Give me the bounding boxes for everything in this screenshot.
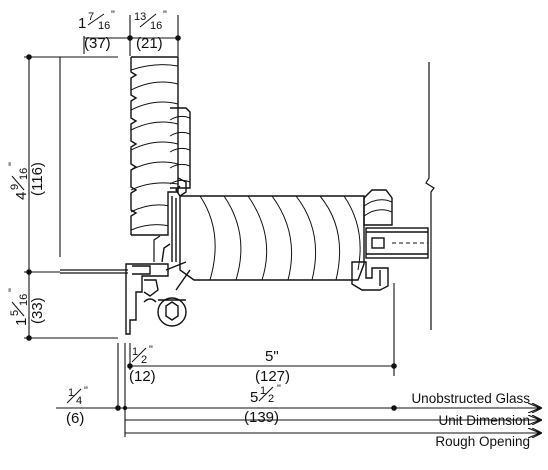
svg-text:": " xyxy=(277,383,281,395)
label-unobstructed-glass: Unobstructed Glass xyxy=(411,391,530,406)
label-unit-dimension: Unit Dimension xyxy=(438,413,530,428)
svg-text:": " xyxy=(7,162,19,166)
svg-text:1: 1 xyxy=(78,15,86,32)
svg-text:16: 16 xyxy=(18,294,30,306)
frame-jamb xyxy=(130,56,179,236)
dim-bottom-five: 5" (127) xyxy=(255,348,290,385)
dim-bottom-five-half: 5 1 2 " (139) xyxy=(244,383,281,426)
svg-text:": " xyxy=(111,9,115,21)
dimension-lines xyxy=(24,15,540,437)
svg-text:(127): (127) xyxy=(255,368,290,385)
jamb-weatherstrip xyxy=(171,177,187,262)
svg-text:16: 16 xyxy=(18,168,30,180)
svg-text:(37): (37) xyxy=(84,35,111,52)
svg-text:(21): (21) xyxy=(136,35,163,52)
svg-text:1: 1 xyxy=(132,346,138,358)
glazing-bead xyxy=(363,189,393,226)
svg-text:7: 7 xyxy=(88,11,94,23)
svg-text:16: 16 xyxy=(98,20,110,32)
dim-left-upper: 4 9 16 " (116) xyxy=(7,162,46,200)
svg-text:5: 5 xyxy=(9,310,21,316)
svg-text:": " xyxy=(149,344,153,356)
sash-stile xyxy=(179,195,365,281)
frame-hardware xyxy=(125,243,191,335)
svg-text:1: 1 xyxy=(13,318,30,326)
svg-text:4: 4 xyxy=(13,192,30,200)
svg-text:13: 13 xyxy=(134,11,146,23)
svg-text:16: 16 xyxy=(150,20,162,32)
svg-text:(116): (116) xyxy=(29,162,46,196)
svg-text:1: 1 xyxy=(260,385,266,397)
svg-text:2: 2 xyxy=(141,354,147,366)
svg-text:(12): (12) xyxy=(129,368,156,385)
svg-text:": " xyxy=(163,9,167,21)
svg-text:(6): (6) xyxy=(66,410,84,427)
svg-text:": " xyxy=(84,385,88,397)
label-rough-opening: Rough Opening xyxy=(435,434,530,449)
screen-flange xyxy=(60,235,161,274)
svg-text:1: 1 xyxy=(68,387,74,399)
break-line xyxy=(425,62,435,330)
glass-unit xyxy=(365,227,429,259)
svg-text:": " xyxy=(7,288,19,292)
dim-bottom-half: 1 2 " (12) xyxy=(129,344,156,385)
sash-extrusion xyxy=(351,261,389,291)
svg-text:5: 5 xyxy=(250,389,258,406)
dim-top-left: 1 7 16 " (37) xyxy=(78,9,115,52)
svg-text:(139): (139) xyxy=(244,409,279,426)
svg-text:5": 5" xyxy=(265,348,279,365)
svg-text:(33): (33) xyxy=(29,297,46,324)
dimension-dots xyxy=(26,35,397,411)
dim-top-right: 13 16 " (21) xyxy=(134,9,167,52)
dim-bottom-quarter: 1 4 " (6) xyxy=(66,385,88,427)
dim-left-lower: 1 5 16 " (33) xyxy=(7,288,46,326)
svg-text:2: 2 xyxy=(268,393,274,405)
svg-text:9: 9 xyxy=(9,184,21,190)
svg-text:4: 4 xyxy=(76,395,82,407)
interior-stop xyxy=(169,107,191,189)
